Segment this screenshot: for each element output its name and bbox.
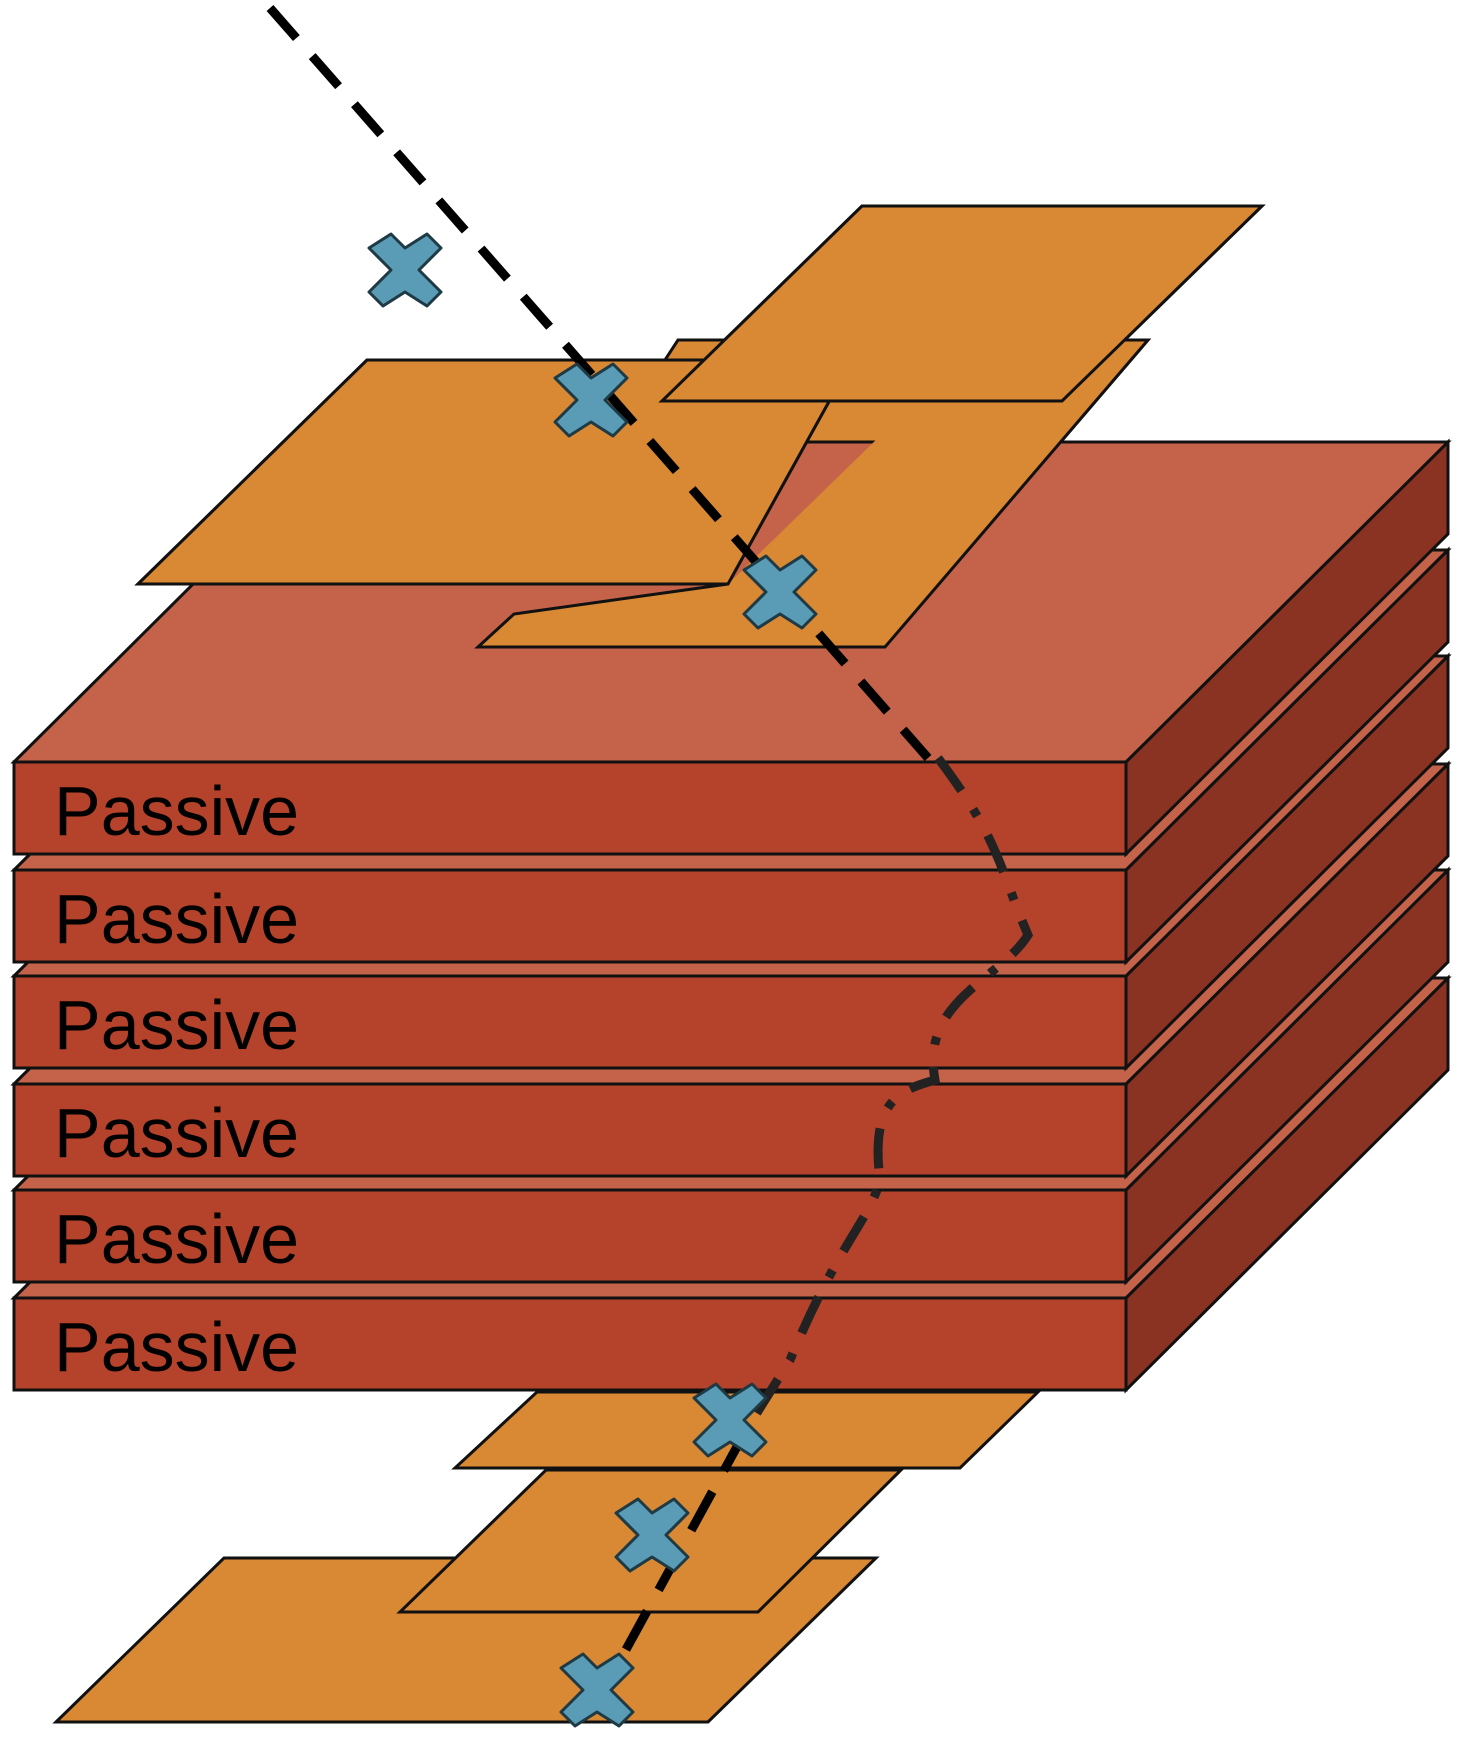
- upper-plane-1-redraw: [134, 358, 855, 586]
- x-marker-icon: [692, 1382, 768, 1458]
- passive-layer-front: [12, 1188, 1128, 1284]
- incoming-track: [266, 5, 932, 761]
- x-marker-icon: [742, 554, 818, 630]
- x-marker-icon: [614, 1497, 690, 1573]
- passive-layer-label: Passive: [54, 1094, 299, 1172]
- passive-layer-label: Passive: [54, 1200, 299, 1278]
- shower-track: [741, 755, 1034, 1435]
- lower-detector-planes: [52, 1390, 1042, 1724]
- passive-layer-label: Passive: [54, 772, 299, 850]
- passive-layer-label: Passive: [54, 880, 299, 958]
- passive-layer-label: Passive: [54, 1308, 299, 1386]
- passive-layer-stack: PassivePassivePassivePassivePassivePassi…: [10, 438, 1452, 1394]
- passive-layer-front: [12, 1082, 1128, 1178]
- x-marker-icon: [559, 1652, 635, 1728]
- upper-plane-2-edge: [474, 338, 1152, 649]
- x-marker-icon: [553, 362, 629, 438]
- passive-layer-front: [12, 1296, 1128, 1392]
- hit-markers: [367, 232, 818, 1728]
- upper-plane-3-redraw: [658, 204, 1266, 403]
- passive-layer-front: [12, 868, 1128, 964]
- x-marker-icon: [367, 232, 443, 308]
- passive-layer-front: [12, 974, 1128, 1070]
- upper-plane-2-front: [478, 340, 1148, 647]
- passive-layer-label: Passive: [54, 986, 299, 1064]
- passive-layer-front: [12, 760, 1128, 856]
